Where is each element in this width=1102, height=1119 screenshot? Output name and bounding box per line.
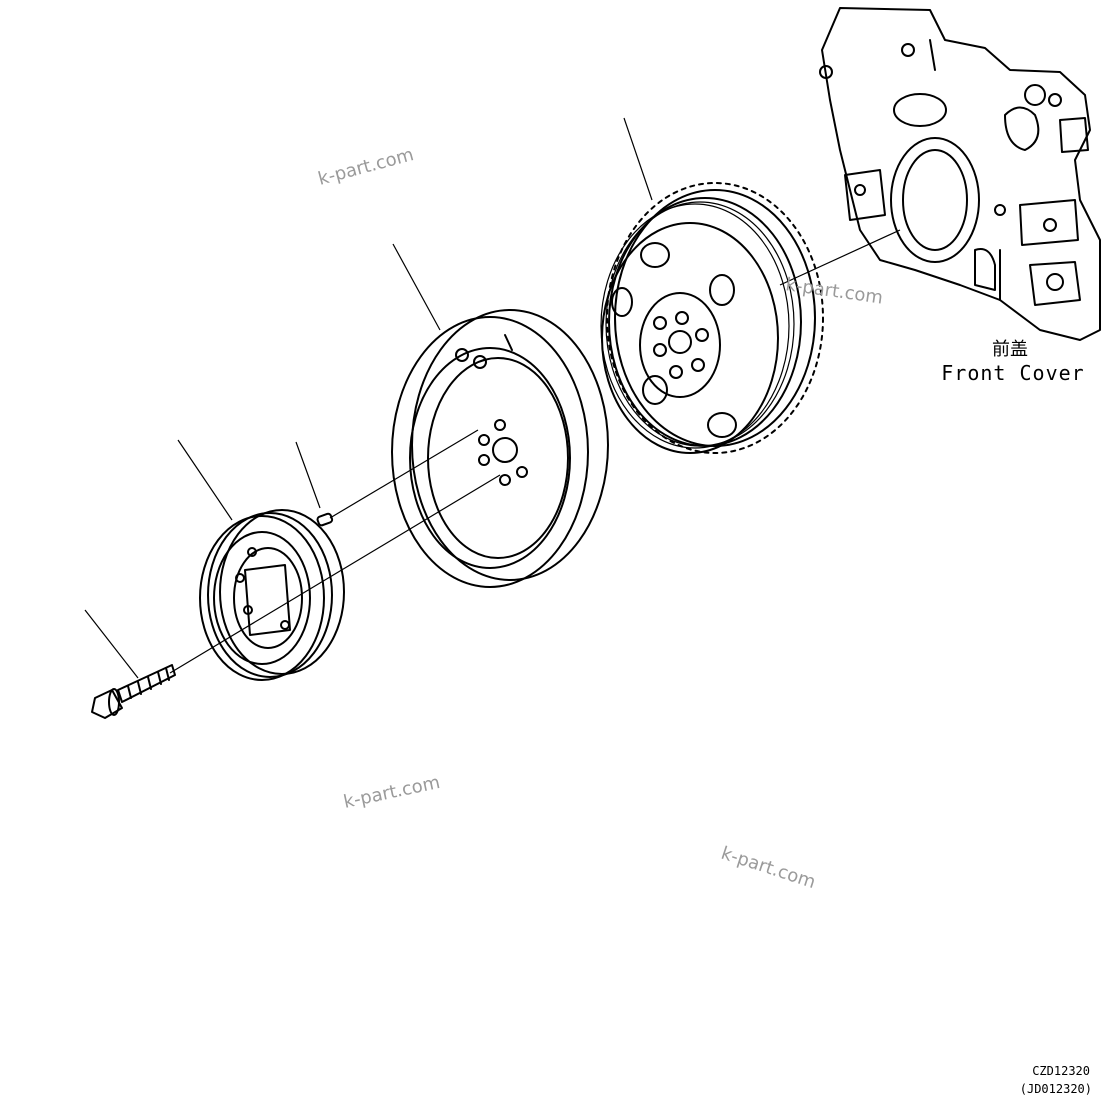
v-belt-pulley: [199, 509, 345, 681]
callout-lines: [84, 117, 653, 679]
pulley-bolt: [91, 664, 176, 719]
drawing-code-alt: (JD012320): [1020, 1082, 1092, 1096]
front-cover-housing: [819, 7, 1101, 341]
crankshaft-gear: [600, 182, 824, 454]
dowel-pin: [316, 512, 334, 527]
front-cover-label-en: Front Cover: [941, 361, 1084, 385]
front-cover-label-cn: 前盖: [992, 339, 1028, 360]
drawing-code: CZD12320: [1032, 1064, 1090, 1078]
watermark: k-part.com: [342, 772, 442, 813]
watermark: k-part.com: [718, 843, 818, 893]
assembly-lines: [169, 229, 901, 674]
vibration-damper: [391, 309, 609, 588]
watermark: k-part.com: [316, 144, 416, 190]
